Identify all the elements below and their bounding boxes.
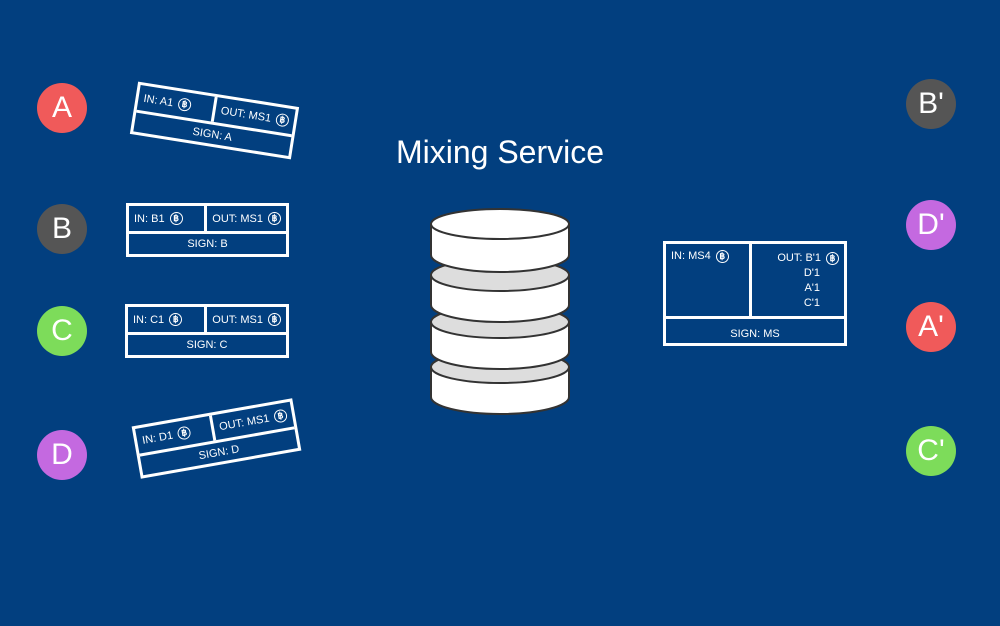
bitcoin-icon: ฿: [169, 313, 183, 326]
ms-out-d: D'1: [803, 267, 820, 279]
transaction-c: IN: C1 ฿ OUT: MS1 ฿ SIGN: C: [125, 304, 289, 358]
bitcoin-icon: ฿: [176, 425, 192, 441]
ms-in-label: IN: MS4: [671, 250, 711, 262]
bitcoin-icon: ฿: [826, 252, 839, 265]
participant-a: A: [37, 83, 87, 133]
diagram-title: Mixing Service: [395, 134, 605, 170]
database-icon: [430, 208, 570, 415]
output-d-prime: D': [906, 200, 956, 250]
participant-d: D: [37, 430, 87, 480]
output-a-prime: A': [906, 302, 956, 352]
tx-out-label: OUT: MS1: [218, 412, 271, 433]
tx-in-label: IN: D1: [141, 429, 174, 447]
tx-sign-label: SIGN: C: [186, 339, 228, 351]
output-b-prime: B': [906, 79, 956, 129]
tx-in-label: IN: C1: [133, 313, 165, 326]
bitcoin-icon: ฿: [169, 212, 183, 225]
bitcoin-icon: ฿: [177, 97, 193, 113]
transaction-d: IN: D1฿ OUT: MS1฿ SIGN: D: [131, 398, 302, 479]
participant-c: C: [37, 306, 87, 356]
ms-sign-label: SIGN: MS: [730, 328, 780, 340]
tx-sign-label: SIGN: B: [187, 238, 228, 250]
bitcoin-icon: ฿: [268, 313, 281, 326]
tx-out-label: OUT: MS1: [212, 212, 263, 225]
mixing-transaction: IN: MS4 ฿ OUT: B'1 ฿ D'1 A'1 C'1 SIGN: MS: [663, 241, 847, 346]
bitcoin-icon: ฿: [715, 250, 729, 263]
output-c-prime: C': [906, 426, 956, 476]
participant-b: B: [37, 204, 87, 254]
ms-out-a: A'1: [804, 282, 820, 294]
bitcoin-icon: ฿: [268, 212, 281, 225]
tx-in-label: IN: B1: [134, 212, 165, 225]
transaction-b: IN: B1 ฿ OUT: MS1 ฿ SIGN: B: [126, 203, 289, 257]
tx-out-label: OUT: MS1: [219, 104, 272, 125]
tx-out-label: OUT: MS1: [212, 313, 263, 326]
ms-out-label: OUT: B'1: [777, 252, 821, 264]
bitcoin-icon: ฿: [274, 112, 290, 128]
bitcoin-icon: ฿: [273, 408, 289, 424]
tx-in-label: IN: A1: [142, 92, 175, 109]
ms-out-c: C'1: [803, 297, 820, 309]
